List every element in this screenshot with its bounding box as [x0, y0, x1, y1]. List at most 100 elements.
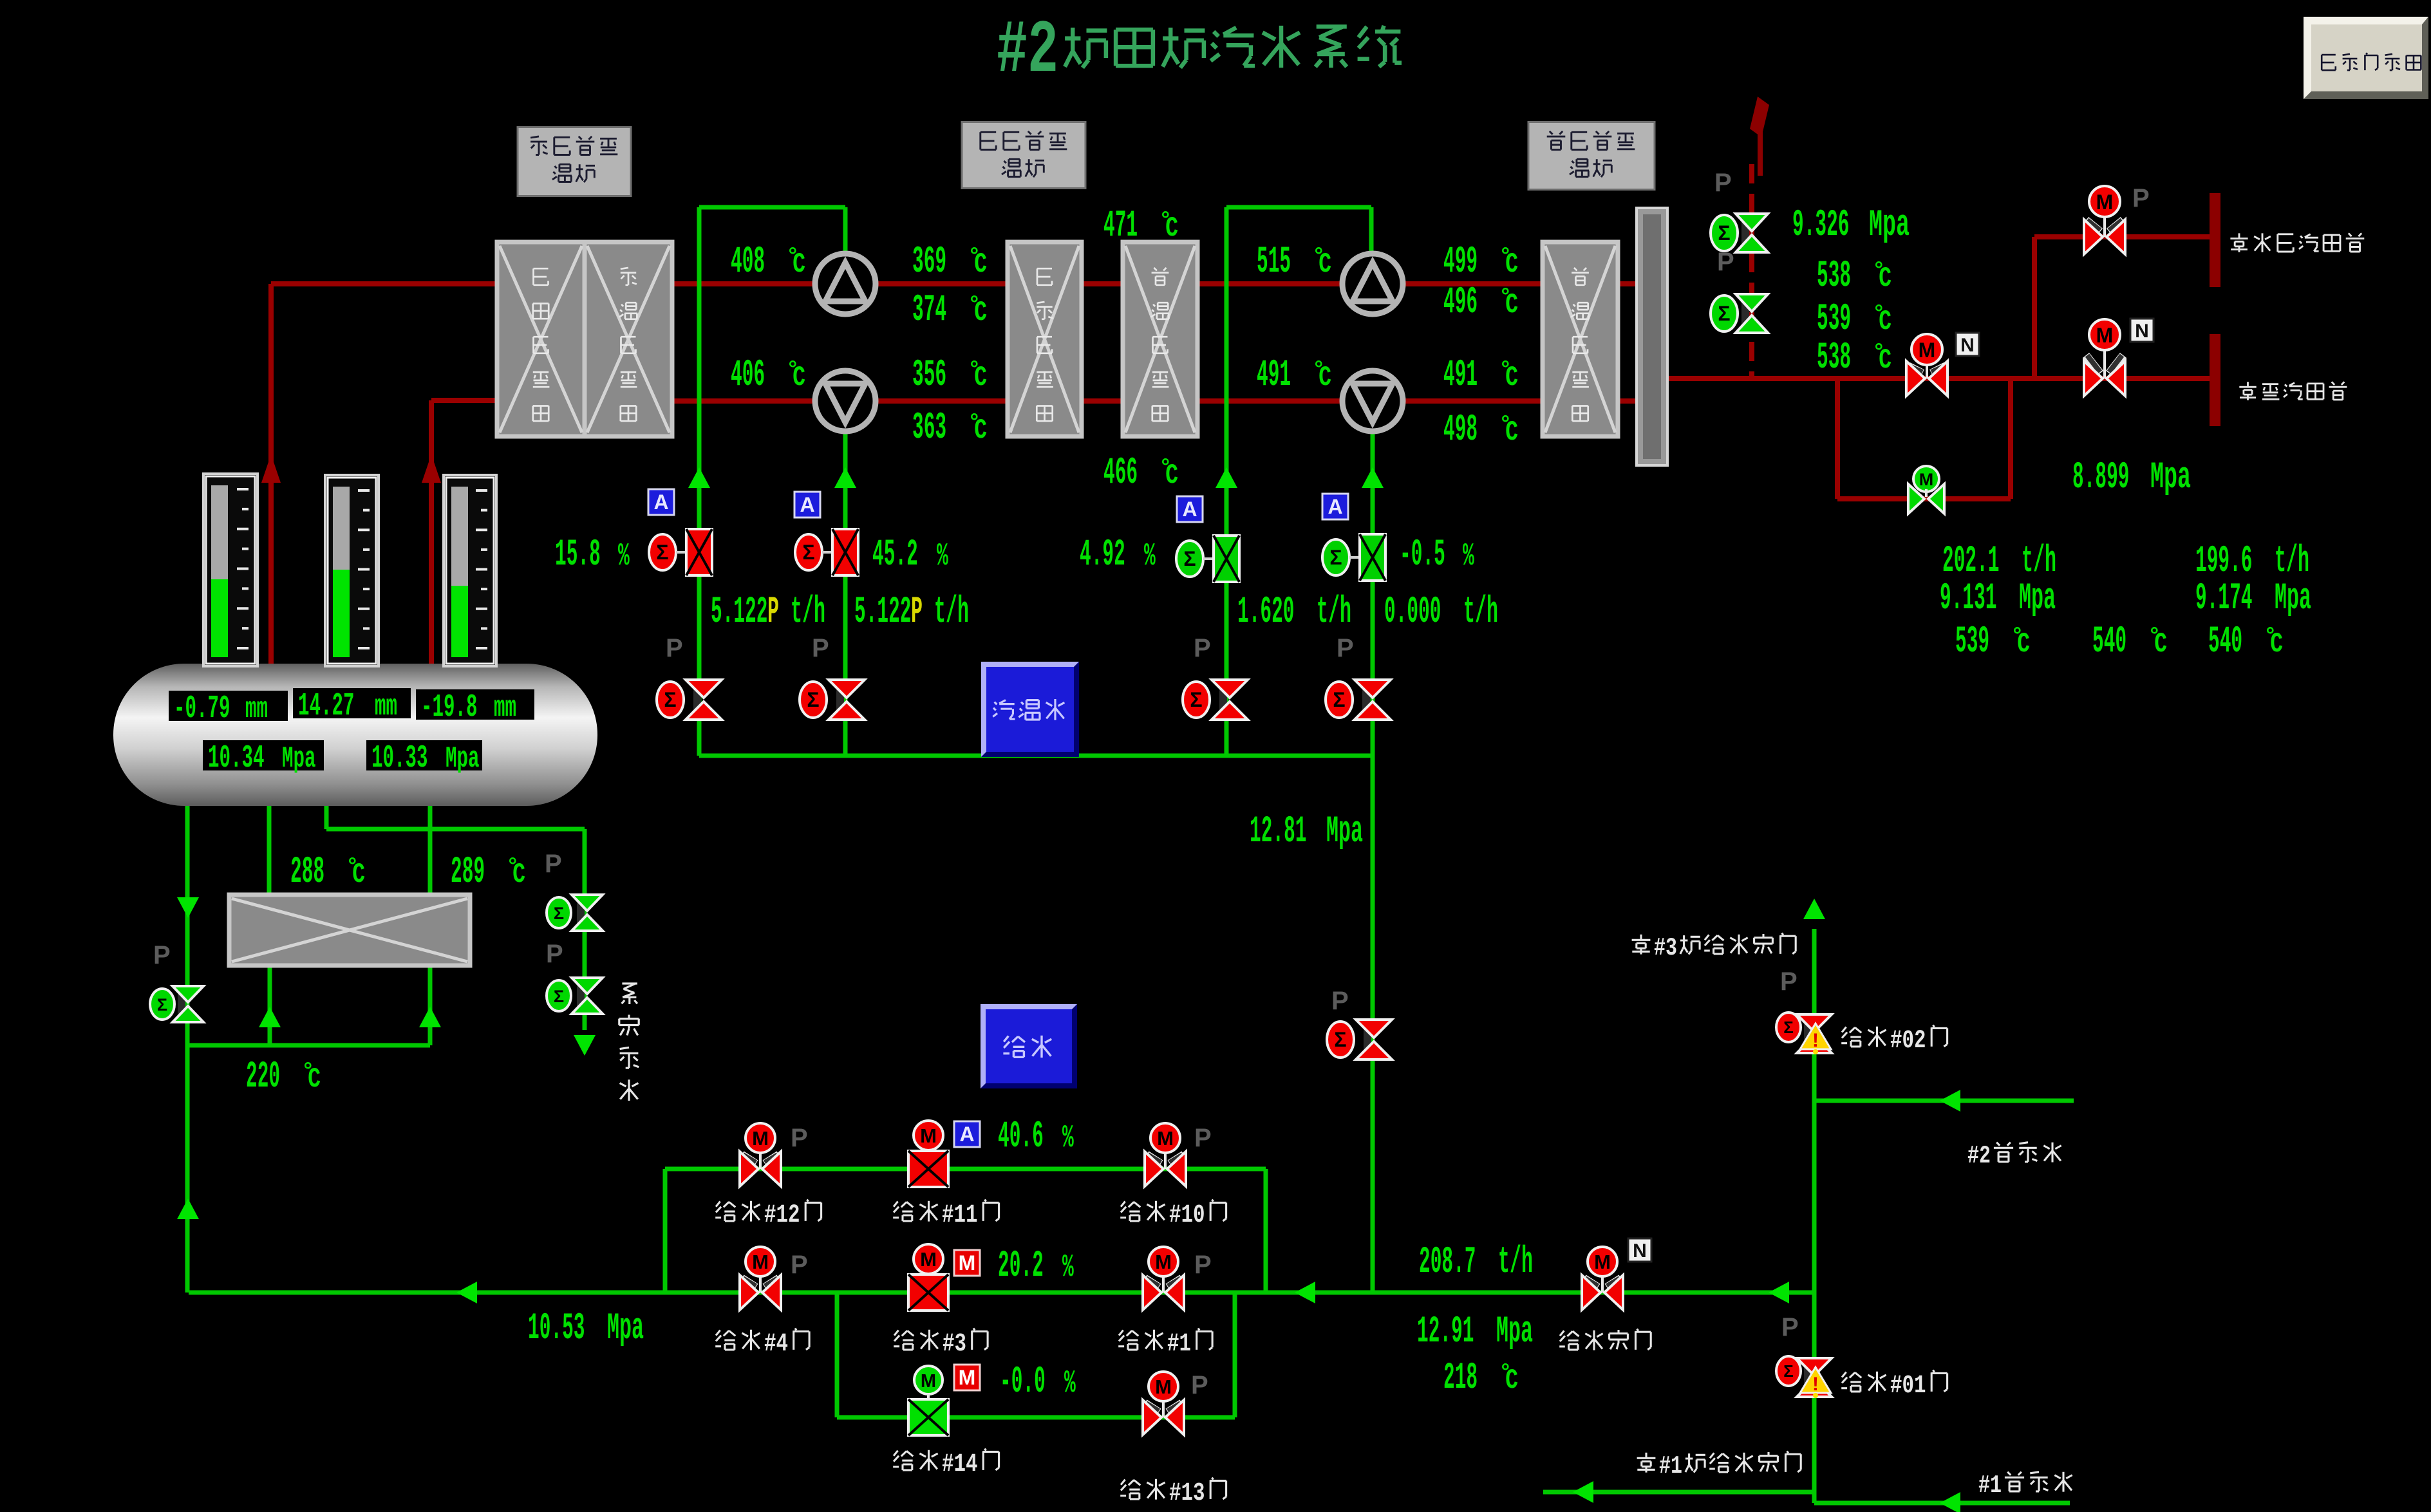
- svg-text:Σ: Σ: [1183, 547, 1196, 570]
- svg-text:P: P: [1191, 1371, 1208, 1399]
- svg-text:C: C: [308, 1063, 321, 1096]
- svg-text:A: A: [653, 490, 668, 514]
- svg-text:N: N: [2135, 321, 2149, 342]
- svg-text:t/h: t/h: [2275, 541, 2309, 583]
- svg-text:P: P: [546, 940, 563, 968]
- svg-text:C: C: [352, 859, 365, 891]
- svg-text:#3: #3: [943, 1330, 966, 1359]
- svg-text:P: P: [791, 1251, 808, 1279]
- svg-text:Σ: Σ: [1718, 302, 1730, 325]
- svg-text:#1: #1: [1659, 1452, 1682, 1480]
- svg-text:M: M: [1155, 1251, 1172, 1273]
- svg-text:°: °: [2264, 625, 2276, 649]
- svg-text:M: M: [1594, 1251, 1611, 1273]
- svg-text:356: 356: [912, 355, 946, 397]
- svg-text:Mpa: Mpa: [446, 742, 480, 776]
- svg-text:°: °: [346, 855, 359, 880]
- svg-text:M: M: [2096, 324, 2114, 347]
- svg-text:%: %: [1064, 1365, 1076, 1402]
- svg-text:°: °: [2011, 625, 2023, 649]
- svg-text:466: 466: [1103, 453, 1138, 494]
- svg-text:°: °: [1499, 1361, 1512, 1386]
- svg-text:M: M: [1919, 339, 1936, 362]
- svg-text:374: 374: [912, 290, 946, 331]
- svg-text:°: °: [1312, 245, 1325, 270]
- svg-text:A: A: [800, 493, 814, 516]
- svg-text:#2: #2: [1967, 1142, 1991, 1170]
- svg-text:°: °: [1312, 359, 1325, 383]
- svg-text:14.27: 14.27: [298, 688, 355, 725]
- svg-text:Mpa: Mpa: [1869, 205, 1910, 247]
- svg-text:A: A: [1328, 495, 1342, 518]
- svg-text:C: C: [974, 297, 987, 329]
- svg-text:20.2: 20.2: [998, 1246, 1044, 1287]
- svg-text:499: 499: [1443, 241, 1478, 283]
- svg-text:#3: #3: [1654, 934, 1677, 962]
- svg-text:#1: #1: [1167, 1330, 1191, 1359]
- svg-text:°: °: [968, 245, 981, 270]
- svg-text:P: P: [812, 634, 829, 662]
- svg-text:°: °: [968, 294, 981, 318]
- svg-text:540: 540: [2092, 621, 2126, 663]
- svg-text:#2: #2: [997, 8, 1058, 93]
- svg-text:5.122: 5.122: [854, 592, 912, 633]
- svg-text:°: °: [786, 359, 799, 383]
- svg-text:mm: mm: [245, 693, 268, 726]
- svg-text:°: °: [2148, 625, 2161, 649]
- svg-text:-0.0: -0.0: [1000, 1361, 1046, 1403]
- svg-text:P: P: [1194, 634, 1211, 662]
- svg-text:°: °: [1872, 341, 1885, 366]
- svg-text:496: 496: [1443, 282, 1478, 324]
- svg-text:M: M: [920, 1125, 937, 1147]
- svg-text:Σ: Σ: [157, 995, 167, 1014]
- svg-text:Mpa: Mpa: [2019, 578, 2056, 620]
- svg-text:P: P: [1194, 1124, 1212, 1152]
- svg-text:C: C: [974, 248, 987, 281]
- svg-text:491: 491: [1443, 355, 1478, 397]
- svg-text:M: M: [1919, 470, 1934, 489]
- svg-text:C: C: [1879, 306, 1891, 338]
- svg-text:4.92: 4.92: [1080, 534, 1125, 576]
- svg-text:P: P: [1781, 1313, 1799, 1341]
- svg-text:P: P: [1780, 967, 1797, 996]
- svg-text:10.33: 10.33: [371, 740, 428, 777]
- svg-text:A: A: [1182, 498, 1197, 521]
- svg-text:#4: #4: [764, 1330, 788, 1359]
- svg-text:°: °: [1872, 303, 1885, 327]
- svg-text:Mpa: Mpa: [2275, 578, 2311, 620]
- svg-text:498: 498: [1443, 409, 1478, 451]
- svg-text:°: °: [968, 359, 981, 383]
- svg-text:C: C: [793, 248, 805, 281]
- svg-text:Mpa: Mpa: [607, 1308, 644, 1350]
- svg-text:Σ: Σ: [656, 541, 668, 564]
- svg-text:M: M: [2096, 191, 2114, 214]
- svg-text:%: %: [937, 538, 948, 575]
- svg-text:Σ: Σ: [1783, 1018, 1794, 1037]
- svg-text:%: %: [1062, 1249, 1074, 1286]
- svg-text:363: 363: [912, 407, 946, 449]
- svg-text:538: 538: [1817, 337, 1851, 379]
- svg-text:M: M: [752, 1251, 769, 1273]
- svg-text:%: %: [618, 538, 630, 575]
- svg-text:mm: mm: [494, 691, 516, 725]
- svg-text:15.8: 15.8: [555, 534, 601, 576]
- svg-text:P: P: [911, 592, 923, 633]
- svg-text:#14: #14: [942, 1450, 978, 1479]
- svg-text:202.1: 202.1: [1942, 541, 2000, 583]
- svg-text:12.91: 12.91: [1417, 1311, 1474, 1353]
- svg-text:P: P: [2132, 184, 2150, 212]
- svg-text:471: 471: [1103, 205, 1138, 247]
- svg-text:°: °: [786, 245, 799, 270]
- svg-text:P: P: [1714, 169, 1732, 197]
- svg-text:M: M: [1157, 1127, 1174, 1150]
- svg-text:-0.79: -0.79: [174, 691, 230, 727]
- svg-text:408: 408: [731, 241, 765, 283]
- svg-text:C: C: [2154, 628, 2167, 660]
- svg-text:C: C: [974, 415, 987, 447]
- svg-text:Σ: Σ: [1334, 1028, 1346, 1051]
- svg-text:mm: mm: [375, 690, 397, 723]
- svg-text:P: P: [545, 850, 562, 878]
- svg-text:C: C: [1879, 344, 1891, 377]
- svg-text:9.326: 9.326: [1792, 205, 1850, 247]
- svg-text:0.000: 0.000: [1384, 592, 1441, 633]
